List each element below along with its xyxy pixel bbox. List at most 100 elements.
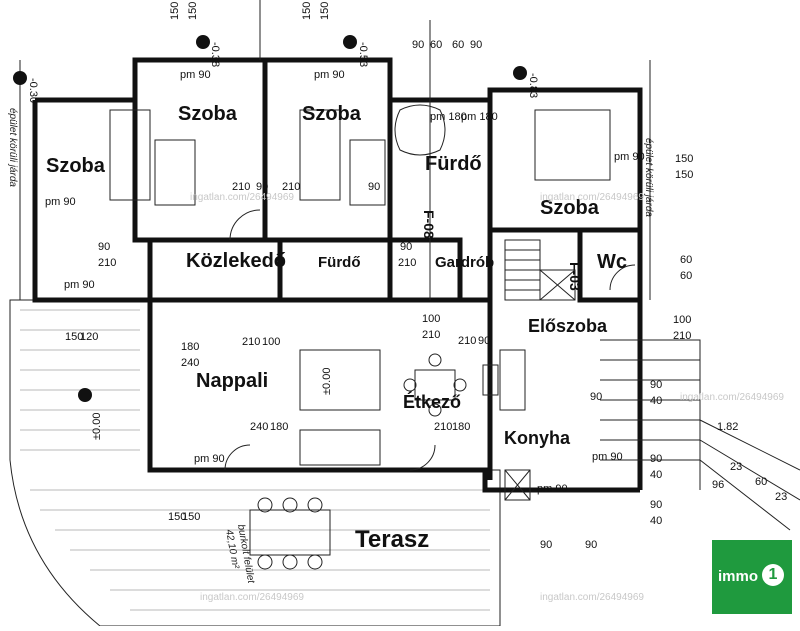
dim-label: 100	[422, 313, 440, 325]
dim-label: 150	[319, 2, 331, 20]
watermark: ingatlan.com/26494969	[680, 392, 784, 403]
level-marker	[513, 66, 527, 80]
dim-label: 90	[368, 181, 380, 193]
room-label-gardrob: Gardrób	[435, 254, 494, 271]
dim-label: 90	[256, 181, 268, 193]
dim-label: pm 90	[180, 69, 211, 81]
dim-label: 90	[478, 335, 490, 347]
room-label-konyha: Konyha	[504, 428, 571, 448]
dim-label: 60	[680, 270, 692, 282]
f03-marker: F-03	[567, 262, 583, 291]
dim-label: 60	[452, 39, 464, 51]
dim-label: pm 90	[592, 451, 623, 463]
room-label-szoba: Szoba	[302, 103, 362, 125]
dim-label: 150	[675, 169, 693, 181]
epulet-note-right: épület körüli járda	[643, 138, 654, 217]
level-label: ±0.00	[321, 368, 333, 395]
room-label-furdo-small: Fürdő	[318, 254, 361, 271]
dim-label: 1.82	[717, 421, 738, 433]
dim-label: 96	[712, 479, 724, 491]
epulet-note-left: épület körüli járda	[7, 108, 18, 187]
dim-label: 23	[730, 461, 742, 473]
room-label-nappali: Nappali	[196, 370, 268, 392]
dim-label: 23	[775, 491, 787, 503]
dim-label: 90	[650, 453, 662, 465]
dim-label: 100	[673, 314, 691, 326]
dim-label: pm 90	[614, 151, 645, 163]
dim-label: pm 90	[194, 453, 225, 465]
dimension-labels: pm 90 pm 90 pm 90 pm 90 pm 90 pm 180 pm …	[27, 2, 787, 551]
dim-label: 60	[680, 254, 692, 266]
room-label-kozlekedo: Közlekedő	[186, 250, 286, 272]
dim-label: 90	[540, 539, 552, 551]
dim-label: 150	[675, 153, 693, 165]
dim-label: pm 180	[430, 111, 467, 123]
dim-label: pm 90	[64, 279, 95, 291]
f08-marker: F-08	[421, 210, 437, 239]
dim-label: 150	[65, 331, 83, 343]
level-markers	[13, 35, 527, 402]
room-label-eloszoba: Előszoba	[528, 316, 608, 336]
dim-label: 60	[755, 476, 767, 488]
dim-label: pm 90	[45, 196, 76, 208]
dim-label: 210	[232, 181, 250, 193]
level-label: ±0.00	[91, 413, 103, 440]
terrace-paving	[9, 299, 501, 627]
level-label: -0.53	[357, 42, 369, 67]
level-label: -0.83	[527, 73, 539, 98]
dim-label: 210	[98, 257, 116, 269]
dim-label: 210	[282, 181, 300, 193]
dim-label: 210	[673, 330, 691, 342]
dim-label: 90	[585, 539, 597, 551]
dim-label: 150	[182, 511, 200, 523]
level-marker	[343, 35, 357, 49]
dim-label: 90	[470, 39, 482, 51]
dim-label: 150	[168, 511, 186, 523]
dim-label: 40	[650, 395, 662, 407]
watermark: ingatlan.com/26494969	[200, 592, 304, 603]
level-label: -0.30	[27, 78, 39, 103]
dim-label: 150	[187, 2, 199, 20]
logo-mark: 1	[762, 564, 784, 586]
room-label-furdo: Fürdő	[425, 153, 482, 175]
room-label-szoba: Szoba	[540, 197, 600, 219]
level-marker	[13, 71, 27, 85]
level-marker	[196, 35, 210, 49]
dim-label: 150	[301, 2, 313, 20]
immo-logo: immo 1	[712, 540, 792, 614]
dim-label: 210	[434, 421, 452, 433]
interior-walls	[132, 60, 640, 480]
dim-label: 150	[169, 2, 181, 20]
dim-label: 40	[650, 515, 662, 527]
dim-label: 120	[80, 331, 98, 343]
room-label-etkezo: Étkező	[403, 391, 461, 412]
level-label: -0.38	[209, 42, 221, 67]
dim-label: 180	[270, 421, 288, 433]
dim-label: 240	[250, 421, 268, 433]
dim-label: 210	[422, 329, 440, 341]
dim-label: 90	[650, 499, 662, 511]
room-label-terasz: Terasz	[355, 526, 429, 553]
dim-label: 60	[430, 39, 442, 51]
watermark: ingatlan.com/26494969	[540, 592, 644, 603]
dim-label: 40	[650, 469, 662, 481]
dim-label: pm 90	[537, 483, 568, 495]
dim-label: 90	[400, 241, 412, 253]
room-label-wc: Wc	[597, 251, 627, 273]
dim-label: pm 90	[314, 69, 345, 81]
detail-lines	[19, 0, 800, 570]
dim-label: 180	[181, 341, 199, 353]
watermarks: ingatlan.com/26494969 ingatlan.com/26494…	[190, 192, 784, 603]
dim-label: 90	[412, 39, 424, 51]
room-label-szoba: Szoba	[178, 103, 238, 125]
dim-label: 100	[262, 336, 280, 348]
dim-label: pm 180	[461, 111, 498, 123]
dim-label: 90	[98, 241, 110, 253]
watermark: ingatlan.com/26494969	[190, 192, 294, 203]
dim-label: 210	[398, 257, 416, 269]
dim-label: 210	[242, 336, 260, 348]
dim-label: 240	[181, 357, 199, 369]
watermark: ingatlan.com/26494969	[540, 192, 644, 203]
